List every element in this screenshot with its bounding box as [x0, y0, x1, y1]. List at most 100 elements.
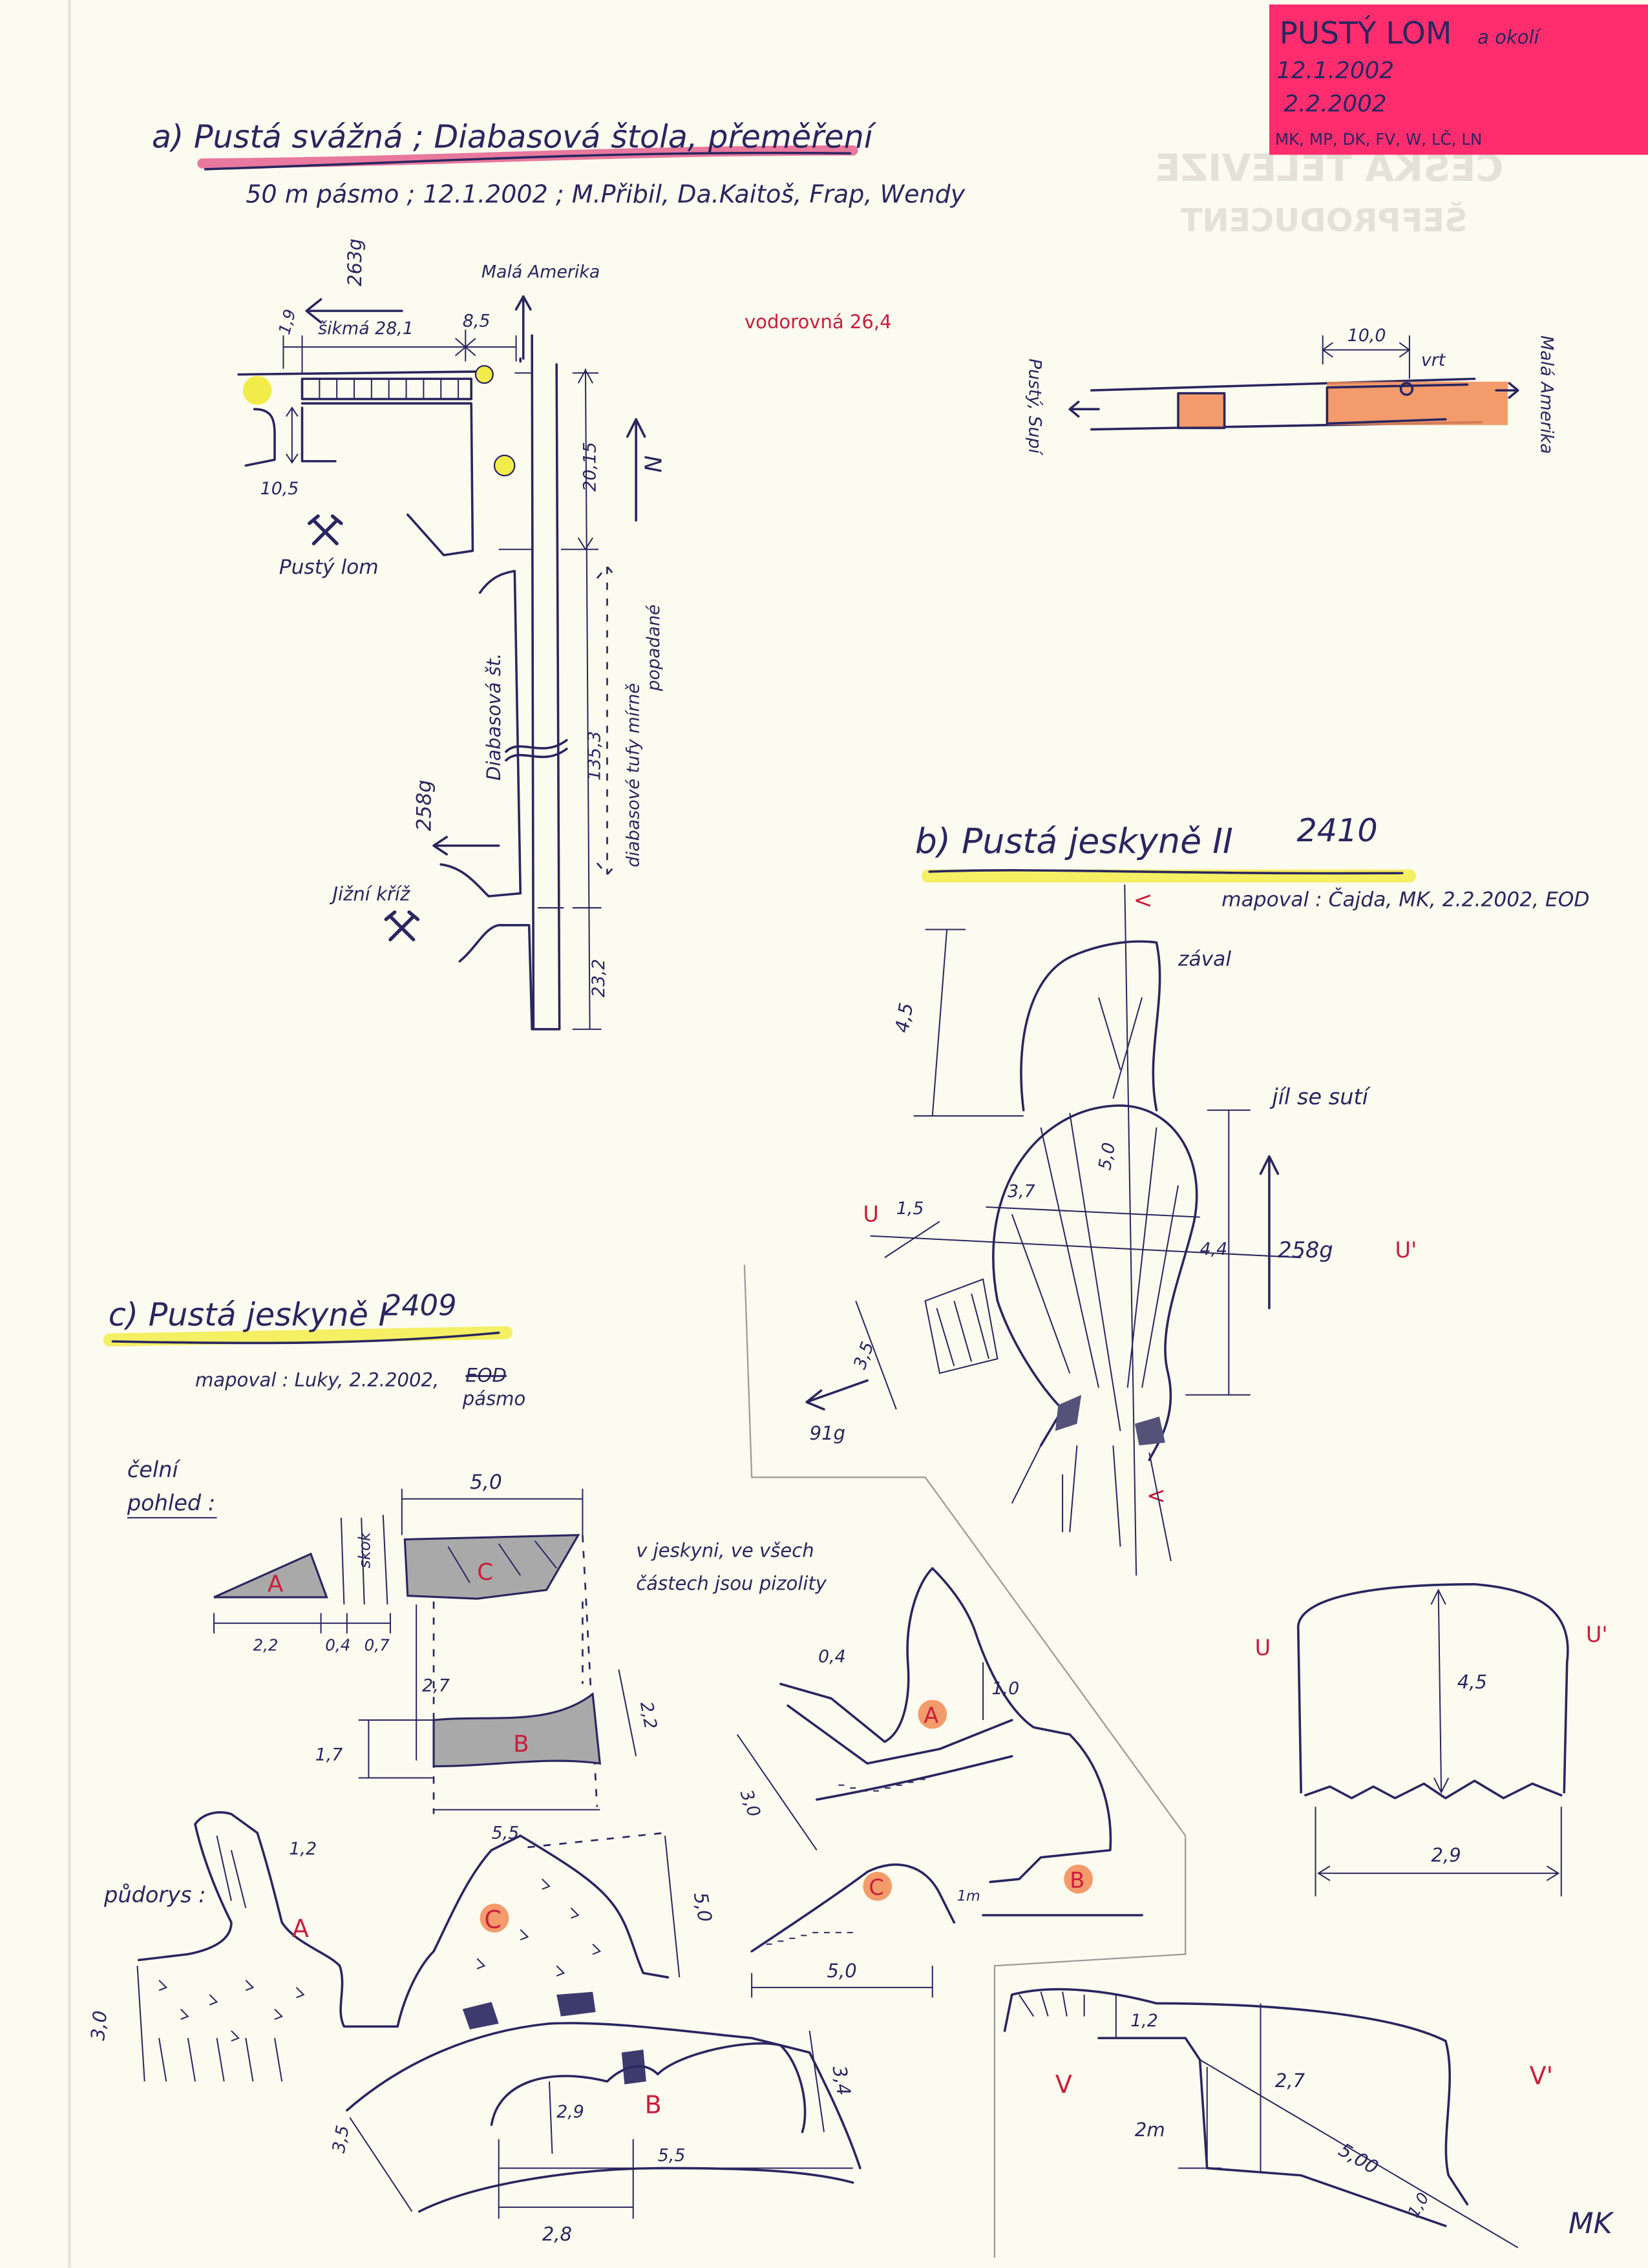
- plan-c-label: C: [484, 1906, 502, 1934]
- side-b-label: B: [1070, 1868, 1084, 1893]
- author-signature: MK: [1569, 2206, 1615, 2240]
- arrow-left-icon: [1068, 401, 1100, 418]
- side-dim-5-0: 5,0: [827, 1960, 856, 1982]
- arrow-right-icon: [1495, 382, 1519, 399]
- cave-interior-lines: [1011, 997, 1179, 1431]
- section-a-title: a) Pustá svážná ; Diabasová štola, přemě…: [152, 118, 877, 155]
- incline-lower-wall: [301, 402, 474, 556]
- tufy-label-1: diabasové tufy mírně: [624, 683, 644, 867]
- bearing-258b-label: 258g: [1278, 1237, 1333, 1263]
- dimension-line-right: [560, 368, 602, 1030]
- front-c-shape: [403, 1534, 580, 1600]
- vv-floor: [1097, 2037, 1447, 2227]
- tufy-extent-line: [596, 565, 618, 876]
- front-b-shape: [432, 1692, 602, 1768]
- incline-left-wall: [301, 406, 337, 463]
- side-left-label: Pustý, Supí: [1025, 359, 1045, 456]
- side-right-label: Malá Amerika: [1536, 335, 1556, 454]
- dim-3-7: 3,7: [1008, 1181, 1035, 1201]
- break-symbol: [505, 739, 568, 753]
- title-a-underline: [204, 151, 852, 171]
- side-dim-1m: 1m: [957, 1888, 980, 1905]
- front-dim-1-7-line: [358, 1719, 434, 1779]
- front-c-label: C: [477, 1559, 493, 1586]
- side-a-label: A: [924, 1703, 938, 1728]
- section-a-subtitle: 50 m pásmo ; 12.1.2002 ; M.Přibil, Da.Ka…: [246, 180, 965, 208]
- dim-3-7-line: [986, 1206, 1200, 1218]
- plan-c-marker: [480, 1904, 509, 1933]
- sticky-date2: 2.2.2002: [1284, 90, 1386, 117]
- plan-dim-3-5: 3,5: [329, 2124, 354, 2154]
- dripping-slope: [924, 1278, 998, 1374]
- orange-block-large: [1327, 381, 1508, 425]
- plan-dim-3-0-label: 3,0: [87, 2010, 111, 2041]
- vv-v-label: V: [1055, 2070, 1072, 2099]
- sticky-title: PUSTÝ LOM: [1280, 16, 1452, 51]
- side-c-label: C: [869, 1875, 883, 1900]
- jil-label: jíl se sutí: [1269, 1084, 1371, 1109]
- cave-left-wall: [996, 1299, 1064, 1447]
- arrow-to-mala-amerika: [514, 295, 532, 360]
- plan-hatching: [158, 1835, 283, 2082]
- dim-10-5-line: [286, 406, 299, 464]
- front-dim-2-2: 2,2: [253, 1636, 278, 1655]
- plan-dim-5-5b: 5,5: [658, 2145, 686, 2165]
- bearing-arrow-258b: [1259, 1155, 1280, 1310]
- plan-dim-2-9: 2,9: [556, 2102, 584, 2122]
- plan-dim-3-4-line: [808, 2030, 825, 2132]
- uu-box: [1315, 1807, 1562, 1896]
- bearing-arrow-91: [805, 1379, 869, 1411]
- vv-dim-2m: [1178, 2066, 1222, 2169]
- plan-dim-3-5-line: [349, 2117, 413, 2212]
- plan-b-label: B: [645, 2090, 662, 2119]
- front-dim-5-0: 5,0: [470, 1471, 502, 1494]
- sticky-team: MK, MP, DK, FV, W, LČ, LN: [1275, 129, 1483, 149]
- plan-dim-5-0: 5,0: [690, 1891, 717, 1924]
- front-dim-2-7: 2,7: [422, 1675, 450, 1696]
- dim-10-line: [1321, 335, 1411, 379]
- plan-b-chamber: [490, 2042, 807, 2134]
- uu-width-line: [1317, 1865, 1560, 1882]
- front-c-cracks: [447, 1540, 557, 1584]
- diabasova-stola-wall: [439, 569, 522, 898]
- front-dim-2-2b: 2,2: [636, 1700, 660, 1730]
- survey-station-ticks: [498, 372, 564, 908]
- vv-entrance-hatch: [1019, 1991, 1085, 2017]
- plan-dim-2-9-line: [548, 2081, 553, 2154]
- side-dim-1-0: 1,0: [991, 1679, 1019, 1699]
- sticky-subtitle: a okolí: [1477, 26, 1542, 48]
- side-dim-3-0-line: [736, 1734, 818, 1851]
- section-a: a) Pustá svážná ; Diabasová štola, přemě…: [152, 118, 1556, 1031]
- side-vrt: vrt: [1421, 350, 1446, 370]
- uu-height-line: [1430, 1588, 1450, 1794]
- u-label: U: [863, 1201, 879, 1226]
- section-c-mapoval: mapoval : Luky, 2.2.2002,: [195, 1369, 439, 1391]
- uu-u-label: U: [1255, 1635, 1271, 1660]
- front-a-label: A: [268, 1571, 284, 1597]
- orange-block-small-outline: [1177, 392, 1226, 430]
- side-dim-10: 10,0: [1347, 326, 1386, 346]
- dim-23-2: 23,2: [589, 959, 609, 998]
- borehole-icon: [1399, 382, 1414, 396]
- outside-edge: [244, 408, 276, 467]
- section-c-title: c) Pustá jeskyně I: [109, 1296, 388, 1333]
- celni-label: čelní: [127, 1457, 182, 1482]
- jizni-kriz-wall: [458, 923, 533, 1031]
- dim-4-4: 4,4: [1200, 1239, 1228, 1259]
- section-axis-vertical: [1124, 885, 1137, 1576]
- dimension-line-top: [282, 330, 517, 373]
- front-skok-lines: [340, 1515, 388, 1605]
- note-line-1: v jeskyni, ve všech: [636, 1539, 814, 1561]
- plan-dim-3-4: 3,4: [829, 2064, 856, 2097]
- survey-point-1: [474, 365, 494, 384]
- bearing-258-label: 258g: [413, 780, 436, 832]
- dim-4-5-line: [913, 929, 1024, 1117]
- dim-1-5-line: [884, 1221, 940, 1259]
- sticky-note: PUSTÝ LOM a okolí 12.1.2002 2.2.2002 MK,…: [1269, 4, 1648, 155]
- vv-slope-line: [1199, 2059, 1519, 2249]
- front-dim-0-7: 0,7: [364, 1636, 390, 1655]
- cross-section-uu: 4,5 2,9 U U': [1255, 1582, 1608, 1896]
- note-line-2: částech jsou pizolity: [636, 1573, 827, 1595]
- cave-upper-chamber: [1020, 940, 1161, 1111]
